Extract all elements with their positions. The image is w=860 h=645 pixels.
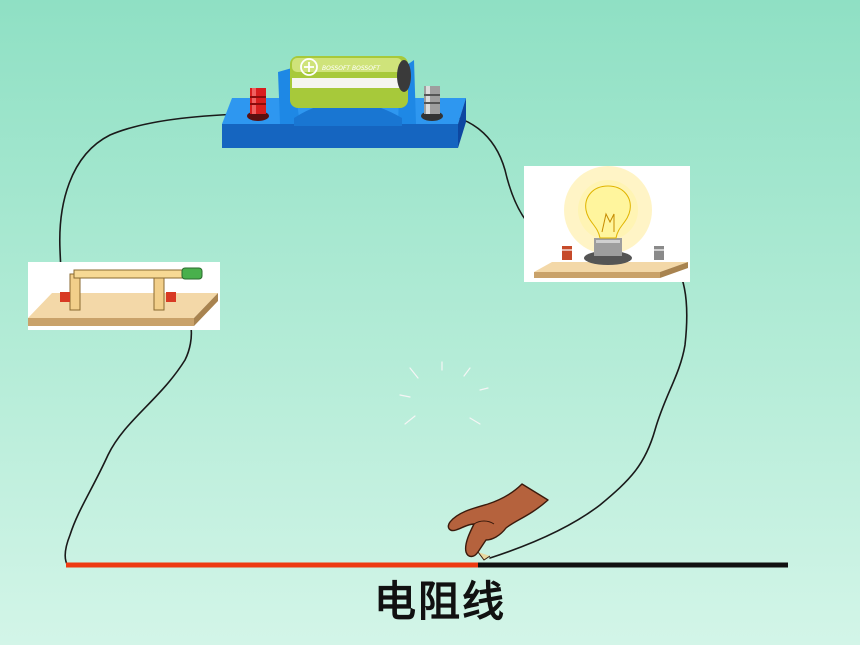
switch-hinge-post [69,273,81,311]
bulb-left-terminal [562,246,572,260]
battery-plus-circle [300,58,318,76]
battery-stand-front [222,124,458,148]
bulb-socket-ring [596,240,620,243]
hand-shape [447,483,549,558]
battery-cell-highlight [292,58,402,72]
bulb-right-terminal [654,246,664,260]
battery-icon: BOSSOFT BOSSOFT [222,56,466,148]
battery-stand-side [458,98,466,148]
bulb-board-top [534,262,688,272]
wire-bulb-to-slider [489,249,688,559]
switch-blade [73,269,187,279]
bulb-board-side [660,262,688,278]
battery-cell-band [292,78,404,88]
knife-switch-icon [28,262,220,330]
switch-board-top [28,293,218,318]
wire-switch-to-resistor [64,297,193,567]
sparkle-icon [399,361,489,425]
hand-knuckle [473,520,495,525]
bulb-board-front [534,272,660,278]
hand-icon [447,483,549,561]
switch-right-terminal [166,292,176,302]
switch-contact-post [153,277,165,311]
switch-board-front [28,318,194,326]
battery-negative-terminal [421,86,443,121]
bulb-filament [601,212,615,233]
resistance-wire-label: 电阻线 [373,577,506,626]
switch-handle [181,267,203,280]
battery-cell-end [397,60,411,92]
battery-positive-terminal [247,88,269,121]
bulb-glass [585,185,631,239]
slider-clip [477,551,491,561]
switch-left-terminal [60,292,70,302]
battery-cradle-left [278,68,300,124]
light-bulb-icon [524,166,690,282]
switch-board-side [194,293,218,326]
battery-marking: BOSSOFT BOSSOFT [322,65,381,72]
